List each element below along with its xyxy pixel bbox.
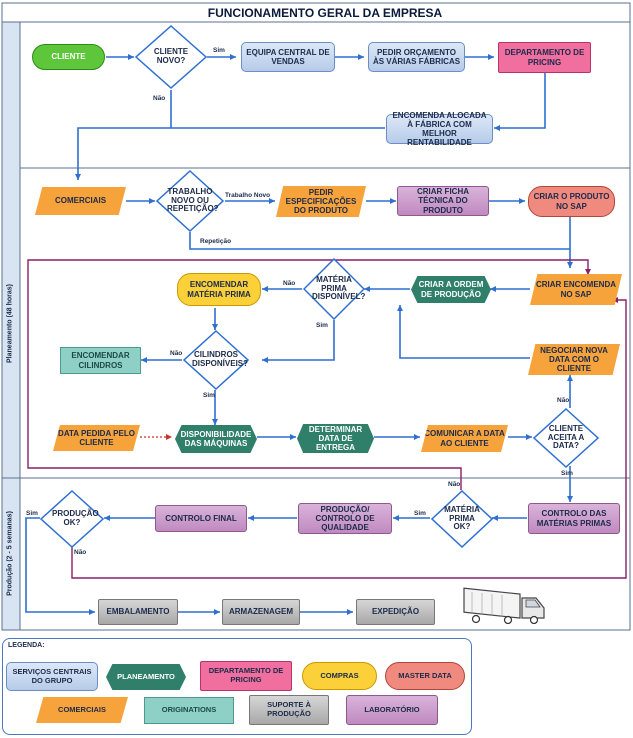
label-nao-mpok: Não [448, 481, 461, 488]
label-sim-prod: Sim [26, 510, 38, 517]
node-comunicar-data: COMUNICAR A DATA AO CLIENTE [421, 425, 508, 452]
lane-title-planning: Planeamento (48 horas) [6, 284, 14, 363]
arrow-alocada-to-comerciais [75, 127, 385, 180]
node-expedicao: EXPEDIÇÃO [356, 599, 435, 625]
legend-originations: ORIGINATIONS [144, 697, 234, 724]
diagram-title: FUNCIONAMENTO GERAL DA EMPRESA [207, 6, 443, 20]
label-sim-mp: Sim [316, 322, 328, 329]
decision-producao-ok: PRODUÇÃO OK? [40, 490, 104, 548]
node-criar-encomenda-sap: CRIAR ENCOMENDA NO SAP [530, 274, 622, 305]
legend-suporte-producao: SUPORTE À PRODUÇÃO [249, 695, 329, 725]
label-sim-cil: Sim [203, 392, 215, 399]
arrow-repeticao [189, 232, 570, 250]
node-encomendar-cilindros: ENCOMENDAR CILINDROS [60, 347, 141, 374]
label-nao-prod: Não [74, 549, 87, 556]
node-pedir-especificacoes: PEDIR ESPECIFICAÇÕES DO PRODUTO [276, 186, 366, 217]
truck-icon [463, 587, 545, 624]
node-criar-ficha: CRIAR FICHA TÉCNICA DO PRODUTO [397, 186, 489, 216]
node-criar-produto-sap: CRIAR O PRODUTO NO SAP [528, 186, 615, 217]
legend-master-data: MASTER DATA [385, 662, 465, 690]
arrow-negociar-to-ordem [397, 305, 530, 359]
node-encomenda-alocada: ENCOMENDA ALOCADA À FÁBRICA COM MELHOR R… [386, 111, 493, 147]
lane-title-production: Produção (2 - 5 semanas) [6, 511, 14, 596]
node-data-pedida: DATA PEDIDA PELO CLIENTE [53, 425, 140, 451]
node-encomendar-mp: ENCOMENDAR MATÉRIA PRIMA [177, 273, 261, 306]
label-nao-aceita: Não [557, 397, 570, 404]
decision-cliente-novo: CLIENTE NOVO? [135, 25, 207, 89]
label-trabalho-novo: Trabalho Novo [225, 192, 271, 199]
legend-compras: COMPRAS [302, 662, 377, 690]
label-nao-mp: Não [283, 280, 296, 287]
node-determinar-data: DETERMINAR DATA DE ENTREGA [297, 424, 374, 453]
node-comerciais: COMERCIAIS [35, 187, 126, 215]
label-sim-mpok: Sim [414, 510, 426, 517]
legend-planeamento: PLANEAMENTO [106, 664, 186, 690]
node-disponibilidade: DISPONIBILIDADE DAS MÁQUINAS [175, 425, 257, 453]
decision-cilindros: CILINDROS DISPONÍVEIS? [183, 330, 249, 390]
node-embalamento: EMBALAMENTO [98, 599, 178, 625]
decision-materia-prima: MATÉRIA PRIMA DISPONÍVEL? [303, 258, 365, 320]
label-nao-cil: Não [170, 350, 183, 357]
decision-materia-prima-ok: MATÉRIA PRIMA OK? [431, 490, 493, 548]
arrow-pricing-to-alocada [494, 73, 546, 131]
legend-servicos-centrais: SERVIÇOS CENTRAIS DO GRUPO [6, 662, 98, 691]
label-nao-1: Não [153, 95, 166, 102]
node-controlo-final: CONTROLO FINAL [155, 505, 247, 532]
label-sim-aceita: Sim [561, 470, 573, 477]
decision-trabalho-novo: TRABALHO NOVO OU REPETIÇÃO? [156, 170, 224, 232]
label-repeticao: Repetição [200, 238, 232, 245]
node-armazenagem: ARMAZENAGEM [222, 599, 300, 625]
legend-comerciais: COMERCIAIS [36, 697, 128, 723]
node-equipa-central: EQUIPA CENTRAL DE VENDAS [241, 42, 335, 72]
node-cliente: CLIENTE [32, 44, 105, 70]
decision-cliente-aceita: CLIENTE ACEITA A DATA? [533, 408, 599, 468]
node-negociar-data: NEGOCIAR NOVA DATA COM O CLIENTE [528, 344, 620, 375]
arrow-producaook-sim [25, 517, 95, 615]
loop-mpok-nao-back [27, 259, 591, 490]
node-producao-controlo: PRODUÇÃO/ CONTROLO DE QUALIDADE [298, 503, 392, 534]
legend-box [2, 638, 472, 735]
node-controlo-mp: CONTROLO DAS MATÉRIAS PRIMAS [528, 503, 620, 534]
loop-producaook-nao-back [71, 297, 627, 579]
legend-dep-pricing: DEPARTAMENTO DE PRICING [200, 661, 292, 691]
legend-title: LEGENDA: [8, 642, 45, 649]
legend-laboratorio: LABORATÓRIO [346, 695, 438, 725]
arrow-mp-sim-to-cilindros [262, 320, 335, 363]
label-sim-1: Sim [213, 47, 225, 54]
node-dep-pricing: DEPARTAMENTO DE PRICING [498, 42, 591, 73]
node-pedir-orcamento: PEDIR ORÇAMENTO ÀS VÁRIAS FÁBRICAS [368, 42, 465, 72]
node-criar-ordem: CRIAR A ORDEM DE PRODUÇÃO [411, 276, 491, 303]
